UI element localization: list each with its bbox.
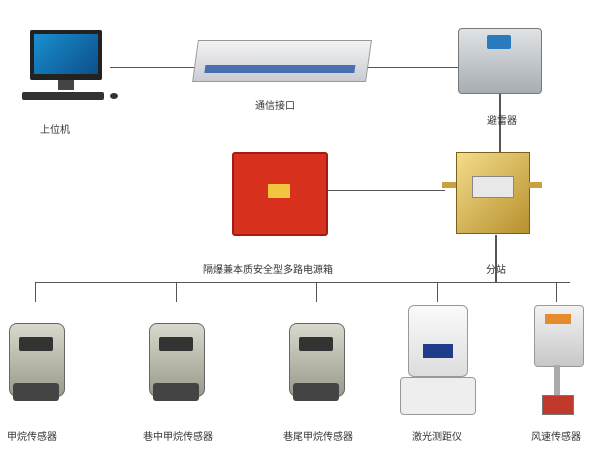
link-computer-comm: [110, 67, 200, 68]
mid-roadway-methane-sensor-icon: [145, 305, 207, 405]
laser-rangefinder-icon: [400, 305, 476, 417]
drop-line: [437, 282, 438, 302]
sensor-label: 巷尾甲烷传感器: [283, 432, 353, 443]
sensor-label: 风速传感器: [531, 432, 581, 443]
sensor-label: 甲烷传感器: [7, 432, 57, 443]
power-box-icon: [232, 152, 328, 236]
lightning-arrester-icon: [458, 28, 542, 94]
substation-icon: [442, 152, 544, 234]
drop-line: [35, 282, 36, 302]
power-box-label: 隔爆兼本质安全型多路电源箱: [203, 265, 333, 276]
link-power-substation: [325, 190, 445, 191]
comm-interface-label: 通信接口: [255, 101, 295, 112]
methane-sensor-icon: [5, 305, 67, 405]
comm-interface-icon: [192, 40, 372, 82]
link-arrester-substation: [499, 92, 501, 152]
drop-line: [176, 282, 177, 302]
sensor-label: 巷中甲烷传感器: [143, 432, 213, 443]
computer-label: 上位机: [40, 125, 70, 136]
computer-icon: [22, 30, 122, 108]
substation-label: 分站: [486, 265, 506, 276]
wind-speed-sensor-icon: [528, 305, 588, 415]
sensor-bus: [35, 282, 570, 283]
drop-line: [316, 282, 317, 302]
link-substation-bus: [495, 235, 497, 282]
tail-roadway-methane-sensor-icon: [285, 305, 347, 405]
lightning-arrester-label: 避雷器: [487, 116, 517, 127]
drop-line: [556, 282, 557, 302]
sensor-label: 激光测距仪: [412, 432, 462, 443]
link-comm-arrester: [365, 67, 460, 68]
